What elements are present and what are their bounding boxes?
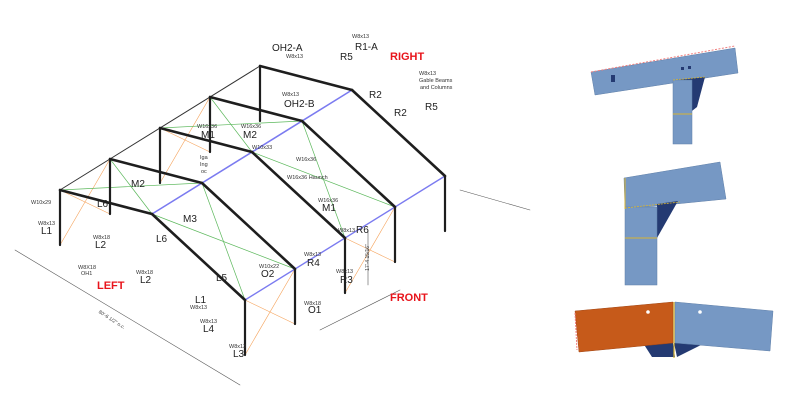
r1a-size: W8x13 — [352, 34, 370, 40]
member-l2-back: L2 — [95, 240, 107, 251]
rafter — [158, 126, 254, 154]
roof-bracing — [301, 120, 346, 239]
rafter — [58, 188, 154, 216]
bracing-note-1: Iga — [200, 155, 208, 161]
r3-size: W8x13 — [336, 269, 354, 275]
m2-back-size: W16x36 — [241, 124, 262, 130]
member-l6-a: L6 — [97, 199, 109, 210]
detail-ridge-splice — [574, 301, 774, 358]
member-m2-back: M2 — [243, 130, 257, 141]
member-r5-right: R5 — [425, 102, 438, 113]
rafter — [300, 119, 397, 209]
rafter-size: W16x36 — [296, 157, 317, 163]
member-m2-front: M2 — [131, 179, 145, 190]
member-m3: M3 — [183, 214, 197, 225]
roof-bracing — [201, 182, 246, 301]
wall-bracing — [344, 206, 396, 294]
member-r1a: R1-A — [355, 42, 378, 53]
m1-front-size: W16x36 — [318, 198, 339, 204]
member-o1: O1 — [308, 305, 322, 316]
member-l1-back: L1 — [41, 226, 53, 237]
oh1-size: W8X18 — [78, 265, 97, 271]
purlin-size-w10x33: W10x33 — [252, 145, 273, 151]
member-l4: L4 — [203, 324, 215, 335]
r4-size: W8x13 — [304, 252, 322, 258]
bracing-note-3: oc — [201, 169, 207, 175]
bracing-note-2: Ing — [200, 162, 208, 168]
length-dimension-line — [14, 249, 241, 386]
side-label-right: RIGHT — [390, 51, 425, 63]
rafter — [150, 212, 247, 302]
rafter — [250, 150, 347, 240]
gable-note-2: and Columns — [420, 85, 453, 91]
gable-note-1: Gable Beams — [419, 78, 453, 84]
roof-bracing — [109, 158, 153, 215]
member-r2-b: R2 — [394, 108, 407, 119]
rafter — [258, 64, 354, 92]
member-l5: L5 — [216, 273, 228, 284]
haunch-size: W16x36 Haunch — [287, 175, 328, 181]
member-l1-front: L1 — [195, 295, 207, 306]
member-l2-mid: L2 — [140, 275, 152, 286]
member-r2-a: R2 — [369, 90, 382, 101]
member-r3: R3 — [340, 275, 353, 286]
member-oh1: OH1 — [81, 271, 93, 277]
detail-column-rafter-top — [590, 45, 739, 145]
side-label-left: LEFT — [97, 280, 125, 292]
o2-size: W10x22 — [259, 264, 280, 270]
l4-size: W8x13 — [200, 319, 218, 325]
member-oh2a: OH2-A — [272, 43, 303, 54]
rafter — [200, 181, 297, 271]
l1-back-size: W8x13 — [38, 221, 56, 227]
l1-front-size: W8x13 — [190, 305, 208, 311]
l2-back-size: W8x18 — [93, 235, 111, 241]
leader-line — [459, 189, 531, 211]
roof-bracing — [209, 96, 253, 153]
member-r6: R6 — [356, 225, 369, 236]
rafter — [208, 95, 304, 123]
oh2b-size: W8x13 — [282, 92, 300, 98]
member-r5-back: R5 — [340, 52, 353, 63]
front-dimension-line — [319, 289, 401, 331]
wall-bracing — [159, 96, 211, 184]
side-label-front: FRONT — [390, 292, 428, 304]
m1-back-size: W16x36 — [197, 124, 218, 130]
height-dimension: 17'-4 15/16" — [364, 244, 371, 271]
l2-mid-size: W8x18 — [136, 270, 154, 276]
member-l3: L3 — [233, 349, 245, 360]
member-m1-front: M1 — [322, 203, 336, 214]
w10x29-size: W10x29 — [31, 200, 52, 206]
member-oh2b: OH2-B — [284, 99, 315, 110]
o1-size: W8x18 — [304, 301, 322, 307]
rafter — [350, 88, 447, 178]
l3-size: W8x13 — [229, 344, 247, 350]
member-l6-b: L6 — [156, 234, 168, 245]
member-o2: O2 — [261, 269, 275, 280]
member-m1-back: M1 — [201, 130, 215, 141]
gable-size: W8x13 — [419, 71, 437, 77]
detail-knee-haunch — [623, 161, 727, 286]
rafter — [108, 157, 204, 185]
wall-bracing — [244, 268, 296, 356]
wall-bracing — [59, 158, 111, 246]
r6-size: W8x13 — [338, 228, 356, 234]
member-r4: R4 — [307, 258, 320, 269]
oh2a-size: W8x13 — [286, 54, 304, 60]
